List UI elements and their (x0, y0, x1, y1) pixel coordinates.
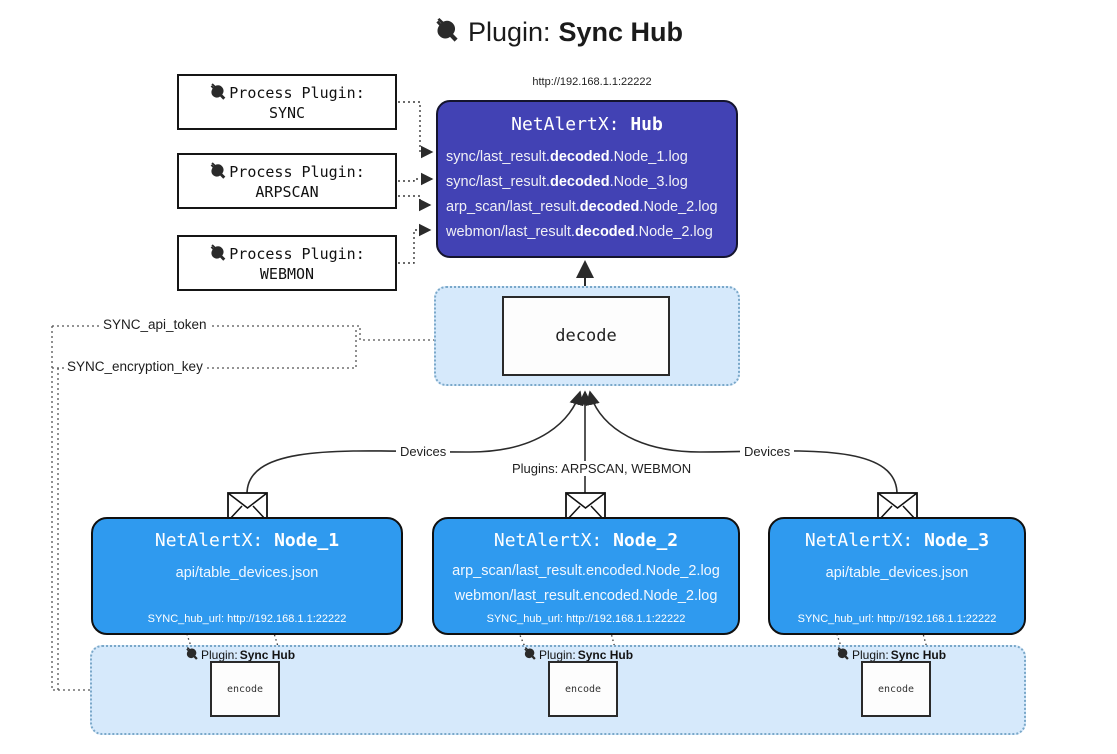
encode-box[interactable]: encode (861, 661, 931, 717)
plug-icon (209, 243, 227, 265)
process-plugin-label: Process Plugin: (229, 162, 365, 181)
process-plugin-label: Process Plugin: (229, 83, 365, 102)
encoder-caption: Plugin: Sync Hub (836, 646, 946, 663)
plug-icon (209, 161, 227, 183)
sync-encryption-key-label: SYNC_encryption_key (64, 359, 206, 374)
hub-log-pre: sync/last_result. (446, 174, 550, 190)
hub-log-bold: decoded (549, 174, 610, 190)
devices-right-label: Devices (740, 444, 795, 459)
node-box-node-2[interactable]: NetAlertX: Node_2 arp_scan/last_result.e… (432, 517, 740, 635)
node-line: api/table_devices.json (175, 565, 319, 581)
process-plugin-box-arpscan[interactable]: Process Plugin: ARPSCAN (177, 153, 397, 209)
node-line: arp_scan/last_result.encoded.Node_2.log (452, 563, 720, 579)
hub-log-line: webmon/last_result.decoded.Node_2.log (446, 224, 736, 240)
encode-box[interactable]: encode (548, 661, 618, 717)
devices-left-label: Devices (396, 444, 451, 459)
hub-log-post: .Node_3.log (609, 174, 688, 190)
node-line: api/table_devices.json (825, 565, 969, 581)
hub-url-label: http://192.168.1.1:22222 (532, 76, 652, 88)
hub-log-pre: arp_scan/last_result. (446, 199, 580, 215)
page-title: Plugin: Sync Hub (0, 16, 1117, 49)
decode-box[interactable]: decode (502, 296, 670, 376)
node-hub-url: SYNC_hub_url: http://192.168.1.1:22222 (147, 613, 347, 625)
encoder-caption-prefix: Plugin: (852, 647, 889, 662)
process-plugin-label: Process Plugin: (229, 244, 365, 263)
process-plugin-box-sync[interactable]: Process Plugin: SYNC (177, 74, 397, 130)
hub-log-post: .Node_2.log (634, 224, 713, 240)
hub-box[interactable]: NetAlertX: Hub sync/last_result.decoded.… (436, 100, 738, 258)
node-title: NetAlertX: Node_1 (93, 530, 401, 551)
plug-icon (185, 646, 199, 663)
node-title-name: Node_3 (924, 530, 990, 551)
node-title: NetAlertX: Node_3 (770, 530, 1024, 551)
hub-log-bold: decoded (549, 149, 610, 165)
node-line: webmon/last_result.encoded.Node_2.log (454, 588, 718, 604)
hub-log-pre: webmon/last_result. (446, 224, 575, 240)
process-plugin-name: ARPSCAN (255, 182, 319, 201)
title-prefix: Plugin: (467, 17, 551, 47)
hub-title-prefix: NetAlertX: (511, 114, 620, 135)
hub-log-line: sync/last_result.decoded.Node_1.log (446, 149, 736, 165)
hub-log-bold: decoded (579, 199, 640, 215)
node-title-name: Node_1 (274, 530, 340, 551)
encoder-caption: Plugin: Sync Hub (523, 646, 633, 663)
node-title-prefix: NetAlertX: (804, 530, 914, 551)
encoder-caption-name: Sync Hub (239, 647, 296, 662)
node-box-node-3[interactable]: NetAlertX: Node_3 api/table_devices.json… (768, 517, 1026, 635)
plug-icon (434, 16, 460, 49)
plugins-center-label: Plugins: ARPSCAN, WEBMON (508, 461, 696, 476)
process-plugin-box-webmon[interactable]: Process Plugin: WEBMON (177, 235, 397, 291)
hub-log-post: .Node_2.log (639, 199, 718, 215)
encoder-caption-prefix: Plugin: (539, 647, 576, 662)
node-title-prefix: NetAlertX: (493, 530, 603, 551)
hub-log-post: .Node_1.log (609, 149, 688, 165)
hub-title-name: Hub (630, 114, 663, 135)
plug-icon (836, 646, 850, 663)
hub-log-line: arp_scan/last_result.decoded.Node_2.log (446, 199, 736, 215)
hub-log-line: sync/last_result.decoded.Node_3.log (446, 174, 736, 190)
node-hub-url: SYNC_hub_url: http://192.168.1.1:22222 (797, 613, 997, 625)
node-title-name: Node_2 (613, 530, 679, 551)
node-box-node-1[interactable]: NetAlertX: Node_1 api/table_devices.json… (91, 517, 403, 635)
encoder-caption-name: Sync Hub (890, 647, 947, 662)
encoder-caption-prefix: Plugin: (201, 647, 238, 662)
node-hub-url: SYNC_hub_url: http://192.168.1.1:22222 (486, 613, 686, 625)
hub-title: NetAlertX: Hub (438, 114, 736, 135)
plug-icon (523, 646, 537, 663)
encoder-caption-name: Sync Hub (577, 647, 634, 662)
process-plugin-name: SYNC (268, 103, 306, 122)
hub-log-bold: decoded (574, 224, 635, 240)
node-title-prefix: NetAlertX: (154, 530, 264, 551)
process-plugin-name: WEBMON (259, 264, 315, 283)
sync-api-token-label: SYNC_api_token (100, 317, 210, 332)
node-title: NetAlertX: Node_2 (434, 530, 738, 551)
envelope-icon (877, 492, 918, 527)
envelope-icon (227, 492, 268, 527)
hub-log-pre: sync/last_result. (446, 149, 550, 165)
encoder-caption: Plugin: Sync Hub (185, 646, 295, 663)
title-name: Sync Hub (558, 17, 684, 47)
encode-box[interactable]: encode (210, 661, 280, 717)
plug-icon (209, 82, 227, 104)
